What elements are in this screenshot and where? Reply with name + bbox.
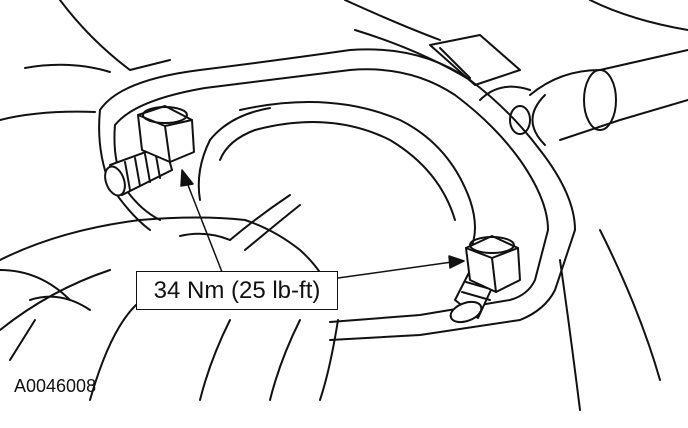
exhaust-pipe	[0, 194, 339, 401]
pipe-opening	[197, 101, 476, 251]
leader-arrows	[180, 169, 465, 279]
engine-housing-outline	[0, 0, 688, 411]
leader-to-upper-bolt	[185, 179, 223, 273]
bolt-upper-left	[104, 105, 195, 197]
figure-id: A0046008	[14, 376, 97, 396]
arrowhead-upper	[180, 169, 194, 187]
leader-to-lower-bolt	[337, 261, 453, 279]
shaft-assembly	[479, 49, 688, 146]
torque-callout: 34 Nm (25 lb-ft)	[136, 271, 338, 310]
arrowhead-lower	[448, 255, 465, 269]
bolt-lower-right	[449, 235, 521, 324]
